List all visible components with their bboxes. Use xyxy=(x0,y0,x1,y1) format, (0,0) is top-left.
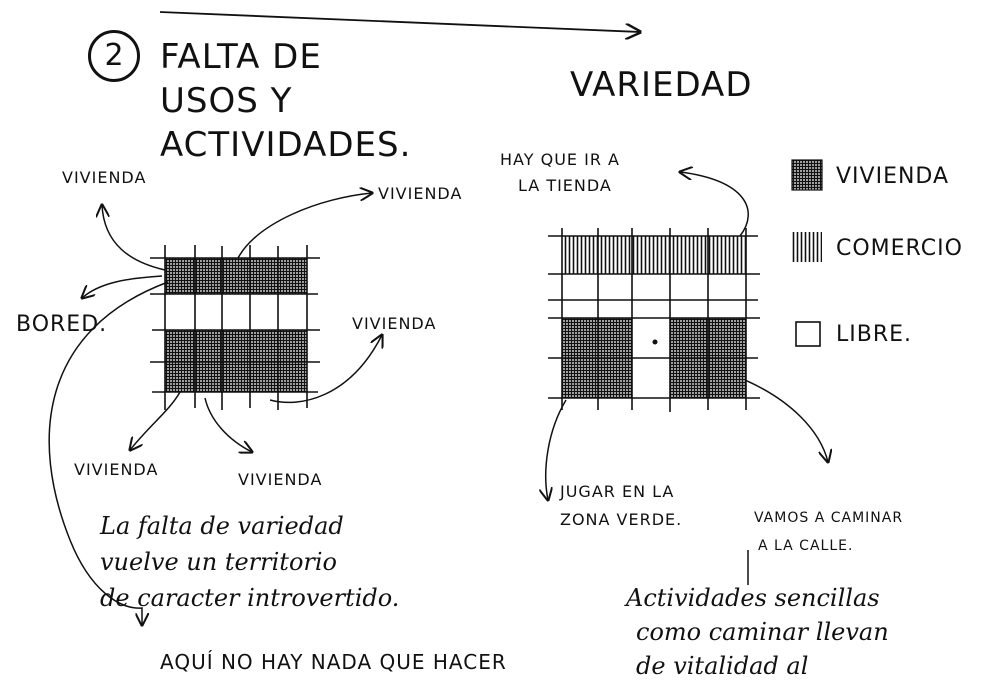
vertical-hatch-icon xyxy=(792,232,822,262)
left-title-line3: ACTIVIDADES. xyxy=(160,125,412,165)
empty-square-icon xyxy=(795,321,821,347)
left-note-line3: de caracter introvertido. xyxy=(100,584,400,612)
left-title-line1: FALTA DE xyxy=(160,37,322,77)
left-arrows xyxy=(48,193,382,625)
label-jugar-line2: ZONA VERDE. xyxy=(560,510,683,529)
top-arrow xyxy=(159,11,640,32)
right-note-line3: de vitalidad al xyxy=(636,652,809,680)
right-note-line2: como caminar llevan xyxy=(636,618,889,646)
right-title: VARIEDAD xyxy=(570,65,753,105)
section-number: 2 xyxy=(88,30,140,82)
legend-label-libre: LIBRE. xyxy=(836,322,913,347)
left-grid xyxy=(150,245,320,410)
label-caminar-line1: VAMOS A CAMINAR xyxy=(754,510,904,526)
label-bored: BORED. xyxy=(16,312,108,337)
label-caminar-line2: A LA CALLE. xyxy=(758,538,854,554)
label-vivienda-bottom-mid: VIVIENDA xyxy=(238,470,323,489)
left-bottom-phrase: AQUÍ NO HAY NADA QUE HACER xyxy=(160,650,507,674)
right-arrows xyxy=(546,172,828,585)
legend-label-vivienda: VIVIENDA xyxy=(836,164,950,189)
left-note-line1: La falta de variedad xyxy=(100,512,344,540)
label-tienda-line1: HAY QUE IR A xyxy=(500,150,620,169)
right-note-line1: Actividades sencillas xyxy=(626,584,880,612)
label-tienda-line2: LA TIENDA xyxy=(518,176,612,195)
label-vivienda-top-left: VIVIENDA xyxy=(62,168,147,187)
crosshatch-icon xyxy=(791,159,823,191)
label-vivienda-bottom-left: VIVIENDA xyxy=(74,460,159,479)
right-grid xyxy=(548,228,760,412)
left-note-line2: vuelve un territorio xyxy=(100,548,337,576)
label-vivienda-top-right: VIVIENDA xyxy=(378,184,463,203)
legend-label-comercio: COMERCIO xyxy=(836,236,963,261)
label-jugar-line1: JUGAR EN LA xyxy=(560,482,675,501)
left-title-line2: USOS Y xyxy=(160,81,293,121)
label-vivienda-right: VIVIENDA xyxy=(352,314,437,333)
